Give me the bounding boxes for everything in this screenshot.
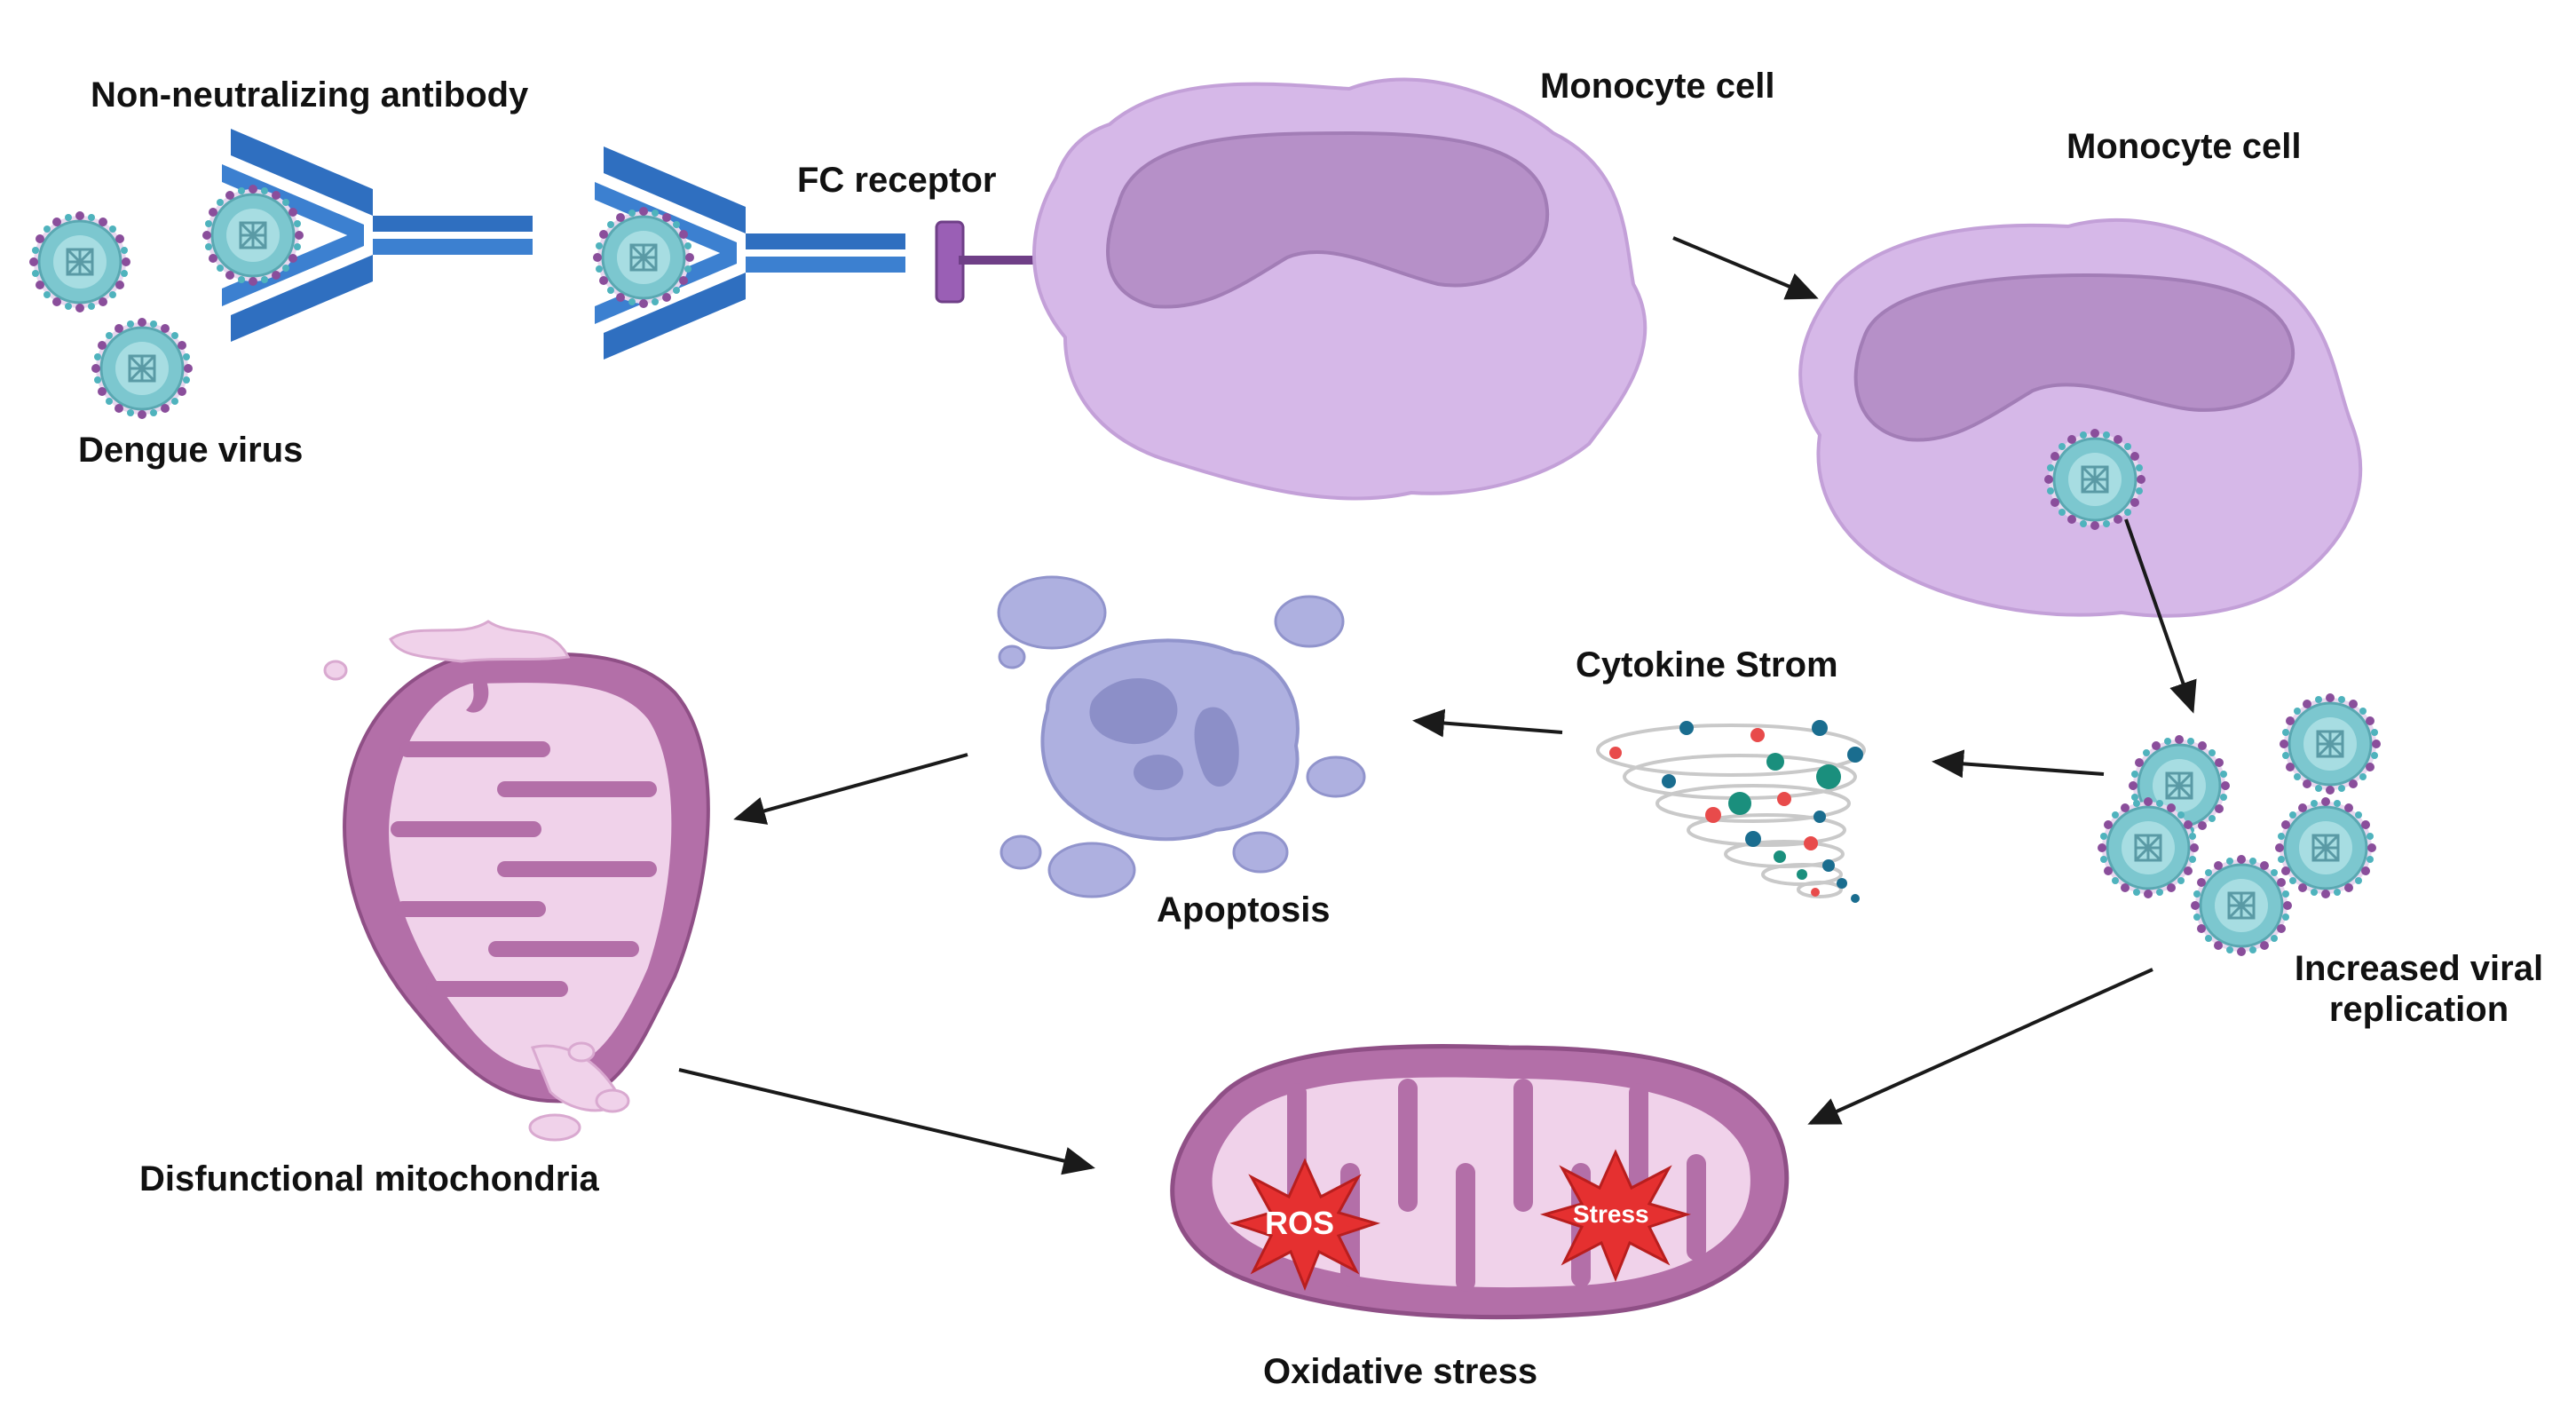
arrow-monocyte-to-infected [1672, 236, 1819, 300]
replicated-virus-3-icon [2273, 795, 2378, 900]
replicated-virus-5-icon [2189, 853, 2294, 958]
label-ros: ROS [1265, 1205, 1335, 1241]
replicated-virus-1-icon [2278, 692, 2382, 796]
label-monocyte-1: Monocyte cell [1540, 67, 1775, 106]
monocyte-cell-1-icon [1032, 77, 1648, 501]
label-cytokine-storm: Cytokine Strom [1576, 645, 1838, 684]
label-dengue-virus: Dengue virus [78, 431, 304, 470]
dengue-virus-2-icon [90, 316, 194, 421]
label-monocyte-2: Monocyte cell [2066, 127, 2302, 166]
label-viral-replication-line-2: replication [2328, 990, 2509, 1029]
label-oxidative-stress: Oxidative stress [1263, 1352, 1538, 1391]
arrow-mitochondria-to-oxidative [678, 1068, 1095, 1175]
label-dysfunctional-mitochondria: Disfunctional mitochondria [139, 1159, 599, 1198]
dysfunctional-mitochondria-icon [323, 620, 710, 1142]
label-viral-replication-line-1: Increased viral [2294, 949, 2544, 988]
label-increased-viral-replication: Increased viral replication [2286, 948, 2552, 1030]
dengue-virus-1-icon [28, 210, 132, 314]
label-fc-receptor: FC receptor [797, 161, 997, 200]
label-apoptosis: Apoptosis [1157, 890, 1331, 929]
fc-receptor-icon [935, 220, 1039, 304]
arrow-replication-to-oxidative [1807, 968, 2153, 1125]
label-stress: Stress [1573, 1200, 1649, 1228]
monocyte-cell-2-icon [1798, 218, 2363, 618]
apoptotic-cell-icon [997, 575, 1366, 898]
arrow-replication-to-cytokine [1932, 749, 2105, 779]
cytokine-storm-icon [1596, 720, 1866, 903]
oxidative-stress-mitochondria-icon [1170, 1044, 1790, 1320]
arrow-infected-to-replication [2124, 518, 2197, 714]
label-antibody: Non-neutralizing antibody [91, 75, 529, 115]
arrow-apoptosis-to-mitochondria [733, 753, 968, 825]
arrow-cytokine-to-apoptosis [1412, 708, 1563, 738]
